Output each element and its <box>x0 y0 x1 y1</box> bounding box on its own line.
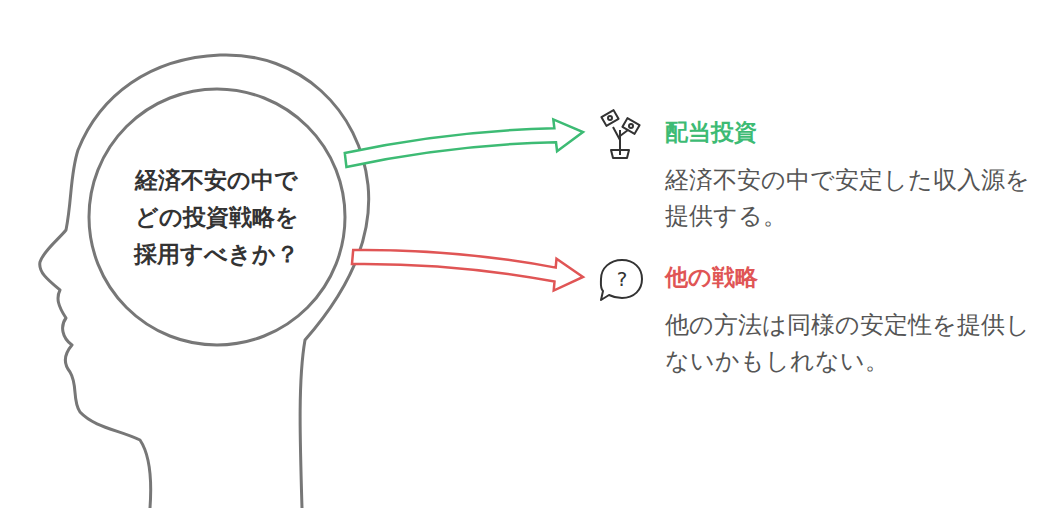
question-text: 経済不安の中でどの投資戦略を採用すべきか？ <box>133 162 301 273</box>
icon-glyph: ? <box>617 267 628 291</box>
option-description: 経済不安の中で安定した収入源を提供する。 <box>665 162 1035 234</box>
option-description: 他の方法は同様の安定性を提供しないかもしれない。 <box>665 307 1035 379</box>
block-arrow <box>352 250 583 291</box>
question-bubble-icon <box>601 260 642 300</box>
option-block: 他の戦略他の方法は同様の安定性を提供しないかもしれない。 <box>665 261 1035 379</box>
option-block: 配当投資経済不安の中で安定した収入源を提供する。 <box>665 116 1035 234</box>
thought-circle <box>89 89 345 345</box>
question-circle: 経済不安の中でどの投資戦略を採用すべきか？ <box>99 162 335 273</box>
option-heading: 配当投資 <box>665 116 1035 148</box>
option-heading: 他の戦略 <box>665 261 1035 293</box>
money-plant-icon <box>601 110 639 158</box>
head-outline <box>40 55 369 508</box>
block-arrow <box>345 119 583 167</box>
